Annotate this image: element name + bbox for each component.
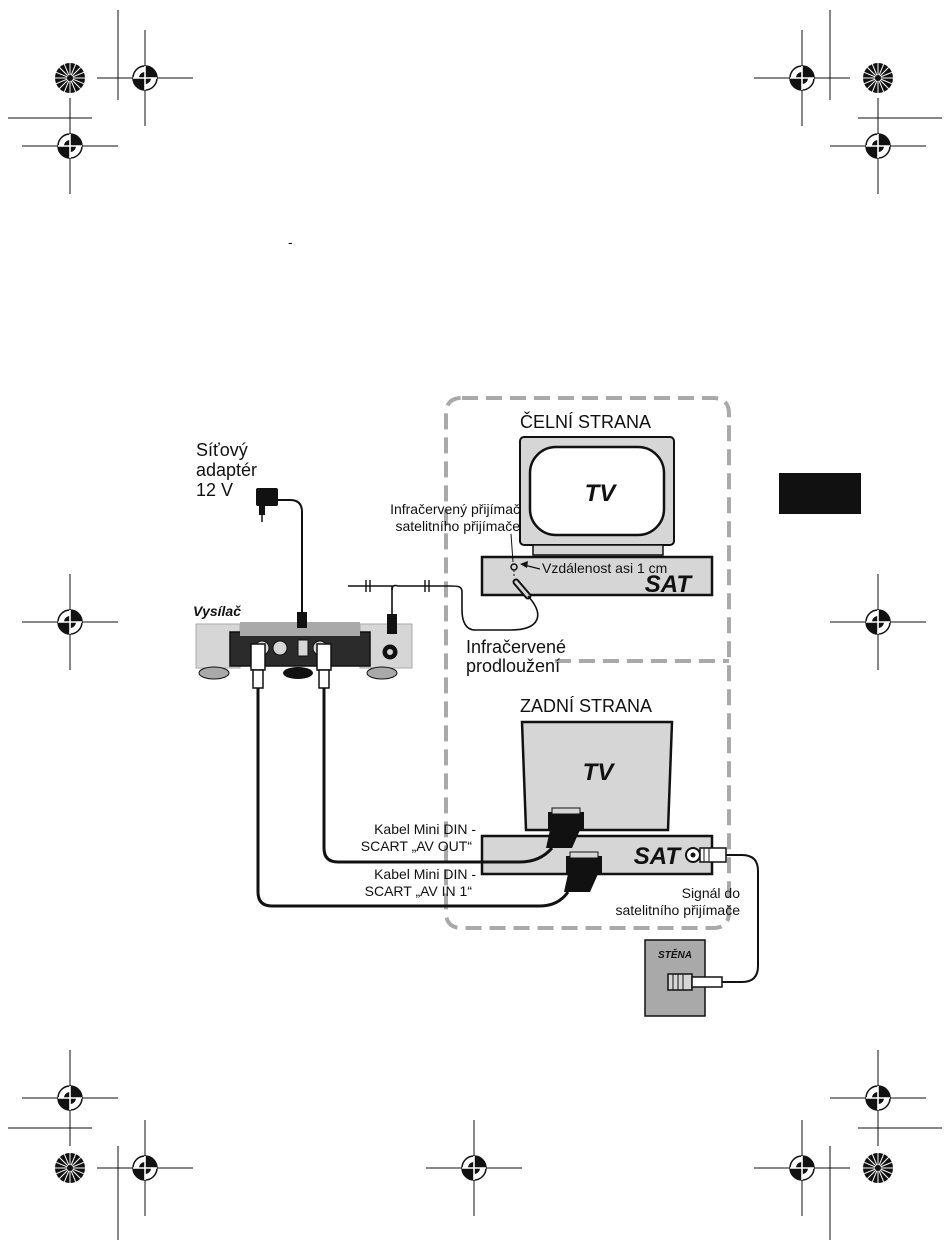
registration-mark-icon bbox=[830, 98, 926, 194]
registration-mark-icon bbox=[97, 30, 193, 126]
back-sat-label: SAT bbox=[634, 843, 683, 870]
stray-dash: - bbox=[288, 234, 293, 250]
section-tab bbox=[779, 473, 861, 514]
registration-mark-icon bbox=[830, 574, 926, 670]
distance-label: Vzdálenost asi 1 cm bbox=[542, 560, 667, 576]
cable-in-label-line1: Kabel Mini DIN - bbox=[374, 866, 476, 882]
ir-receiver-label-line2: satelitního přijímače bbox=[395, 518, 520, 534]
registration-marks bbox=[8, 10, 942, 1240]
wall-socket: STĚNA bbox=[645, 940, 722, 1016]
star-target-icon bbox=[863, 63, 893, 93]
star-target-icon bbox=[55, 1153, 85, 1183]
back-tv-label: TV bbox=[583, 759, 616, 786]
registration-mark-icon bbox=[754, 1120, 850, 1216]
transmitter-device bbox=[196, 580, 430, 679]
transmitter-label: Vysílač bbox=[193, 603, 241, 619]
ir-extension-label-line2: prodloužení bbox=[466, 656, 560, 676]
registration-mark-icon bbox=[22, 98, 118, 194]
scart-plug-in bbox=[564, 852, 602, 892]
registration-mark-icon bbox=[830, 1050, 926, 1146]
wall-label: STĚNA bbox=[658, 948, 692, 961]
adapter-label-line3: 12 V bbox=[196, 480, 233, 500]
registration-mark-icon bbox=[426, 1120, 522, 1216]
star-target-icon bbox=[863, 1153, 893, 1183]
registration-mark-icon bbox=[22, 1050, 118, 1146]
cable-out-label-line2: SCART „AV OUT“ bbox=[361, 838, 473, 854]
front-sat-receiver: SAT Vzdálenost asi 1 cm bbox=[482, 557, 712, 598]
front-tv: TV bbox=[520, 437, 674, 555]
adapter-label-line1: Síťový bbox=[196, 440, 248, 460]
signal-label-line1: Signál do bbox=[682, 885, 741, 901]
ir-extension-label-line1: Infračervené bbox=[466, 637, 566, 657]
registration-mark-icon bbox=[754, 30, 850, 126]
cable-out-label-line1: Kabel Mini DIN - bbox=[374, 821, 476, 837]
signal-label-line2: satelitního přijímače bbox=[615, 902, 740, 918]
adapter-label-line2: adaptér bbox=[196, 460, 257, 480]
power-adapter bbox=[256, 488, 302, 614]
back-title: ZADNÍ STRANA bbox=[520, 696, 652, 716]
back-tv: TV bbox=[522, 722, 672, 830]
registration-mark-icon bbox=[22, 574, 118, 670]
front-tv-label: TV bbox=[585, 480, 618, 507]
cable-in-label-line2: SCART „AV IN 1“ bbox=[365, 883, 473, 899]
registration-mark-icon bbox=[97, 1120, 193, 1216]
ir-receiver-label-line1: Infračervený přijímač bbox=[390, 501, 520, 517]
front-title: ČELNÍ STRANA bbox=[520, 411, 651, 432]
star-target-icon bbox=[55, 63, 85, 93]
